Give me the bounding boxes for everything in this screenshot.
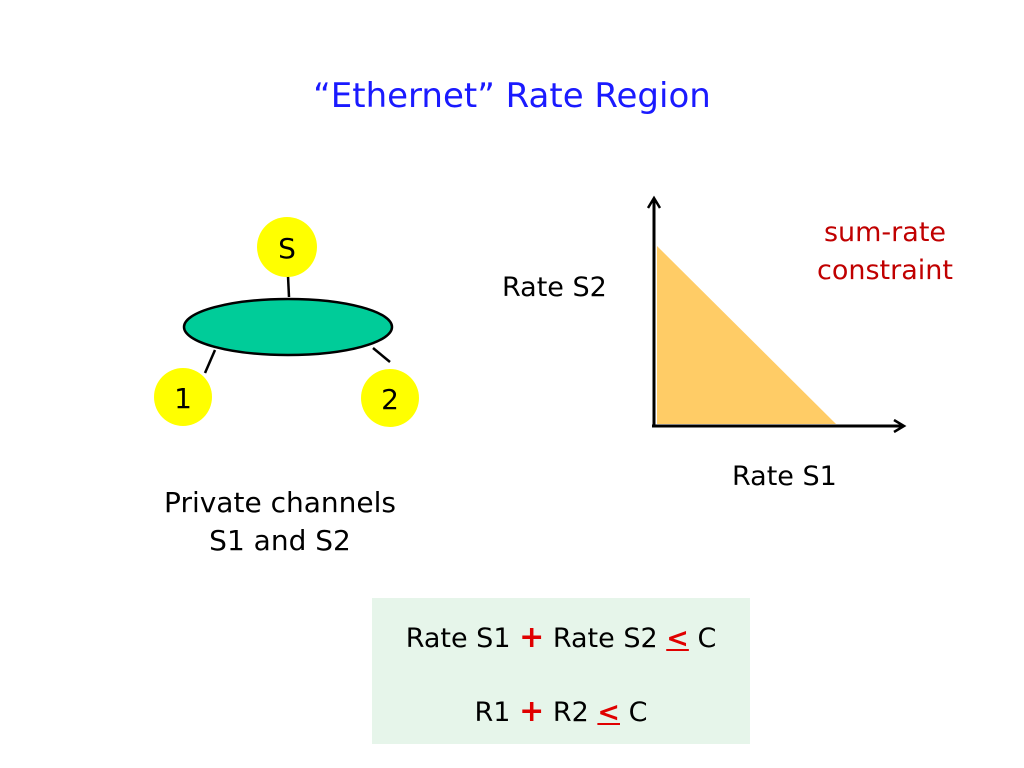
eq1-plus-operator: +: [519, 620, 545, 655]
slide-title: “Ethernet” Rate Region: [313, 76, 711, 116]
node2-link: [372, 347, 391, 363]
eq1-less-equal-operator: <: [666, 623, 689, 654]
eq1-left-term: Rate S1: [405, 623, 511, 654]
receiver-node-2: [361, 369, 419, 427]
node1-link: [203, 349, 217, 374]
source-node: [257, 217, 317, 277]
constraint-line-2: constraint: [817, 255, 953, 286]
eq1-bound: C: [697, 623, 717, 654]
receiver-node-1: [154, 368, 212, 426]
eq1-right-term: Rate S2: [552, 623, 658, 654]
constraint-line-1: sum-rate: [823, 217, 947, 248]
caption-line-2: S1 and S2: [209, 524, 351, 557]
source-link: [286, 275, 291, 298]
y-axis-label: Rate S2: [502, 272, 607, 303]
eq2-left-term: R1: [474, 697, 511, 728]
rate-region-triangle: [657, 246, 836, 424]
source-node-label: S: [278, 232, 296, 265]
eq2-less-equal-operator: <: [597, 697, 620, 728]
equation-line-1: Rate S1 + Rate S2 < C: [372, 620, 750, 655]
shared-channel-ellipse: [182, 297, 394, 357]
equation-box: Rate S1 + Rate S2 < C R1 + R2 < C: [372, 598, 750, 744]
receiver-node-1-label: 1: [174, 382, 192, 415]
caption-line-1: Private channels: [164, 486, 396, 519]
network-caption: Private channels S1 and S2: [140, 484, 420, 560]
eq2-bound: C: [628, 697, 648, 728]
eq2-right-term: R2: [552, 697, 589, 728]
x-axis-label: Rate S1: [732, 461, 837, 492]
equation-line-2: R1 + R2 < C: [372, 694, 750, 729]
sum-rate-constraint-label: sum-rate constraint: [790, 214, 980, 290]
eq2-plus-operator: +: [519, 694, 545, 729]
receiver-node-2-label: 2: [381, 383, 399, 416]
